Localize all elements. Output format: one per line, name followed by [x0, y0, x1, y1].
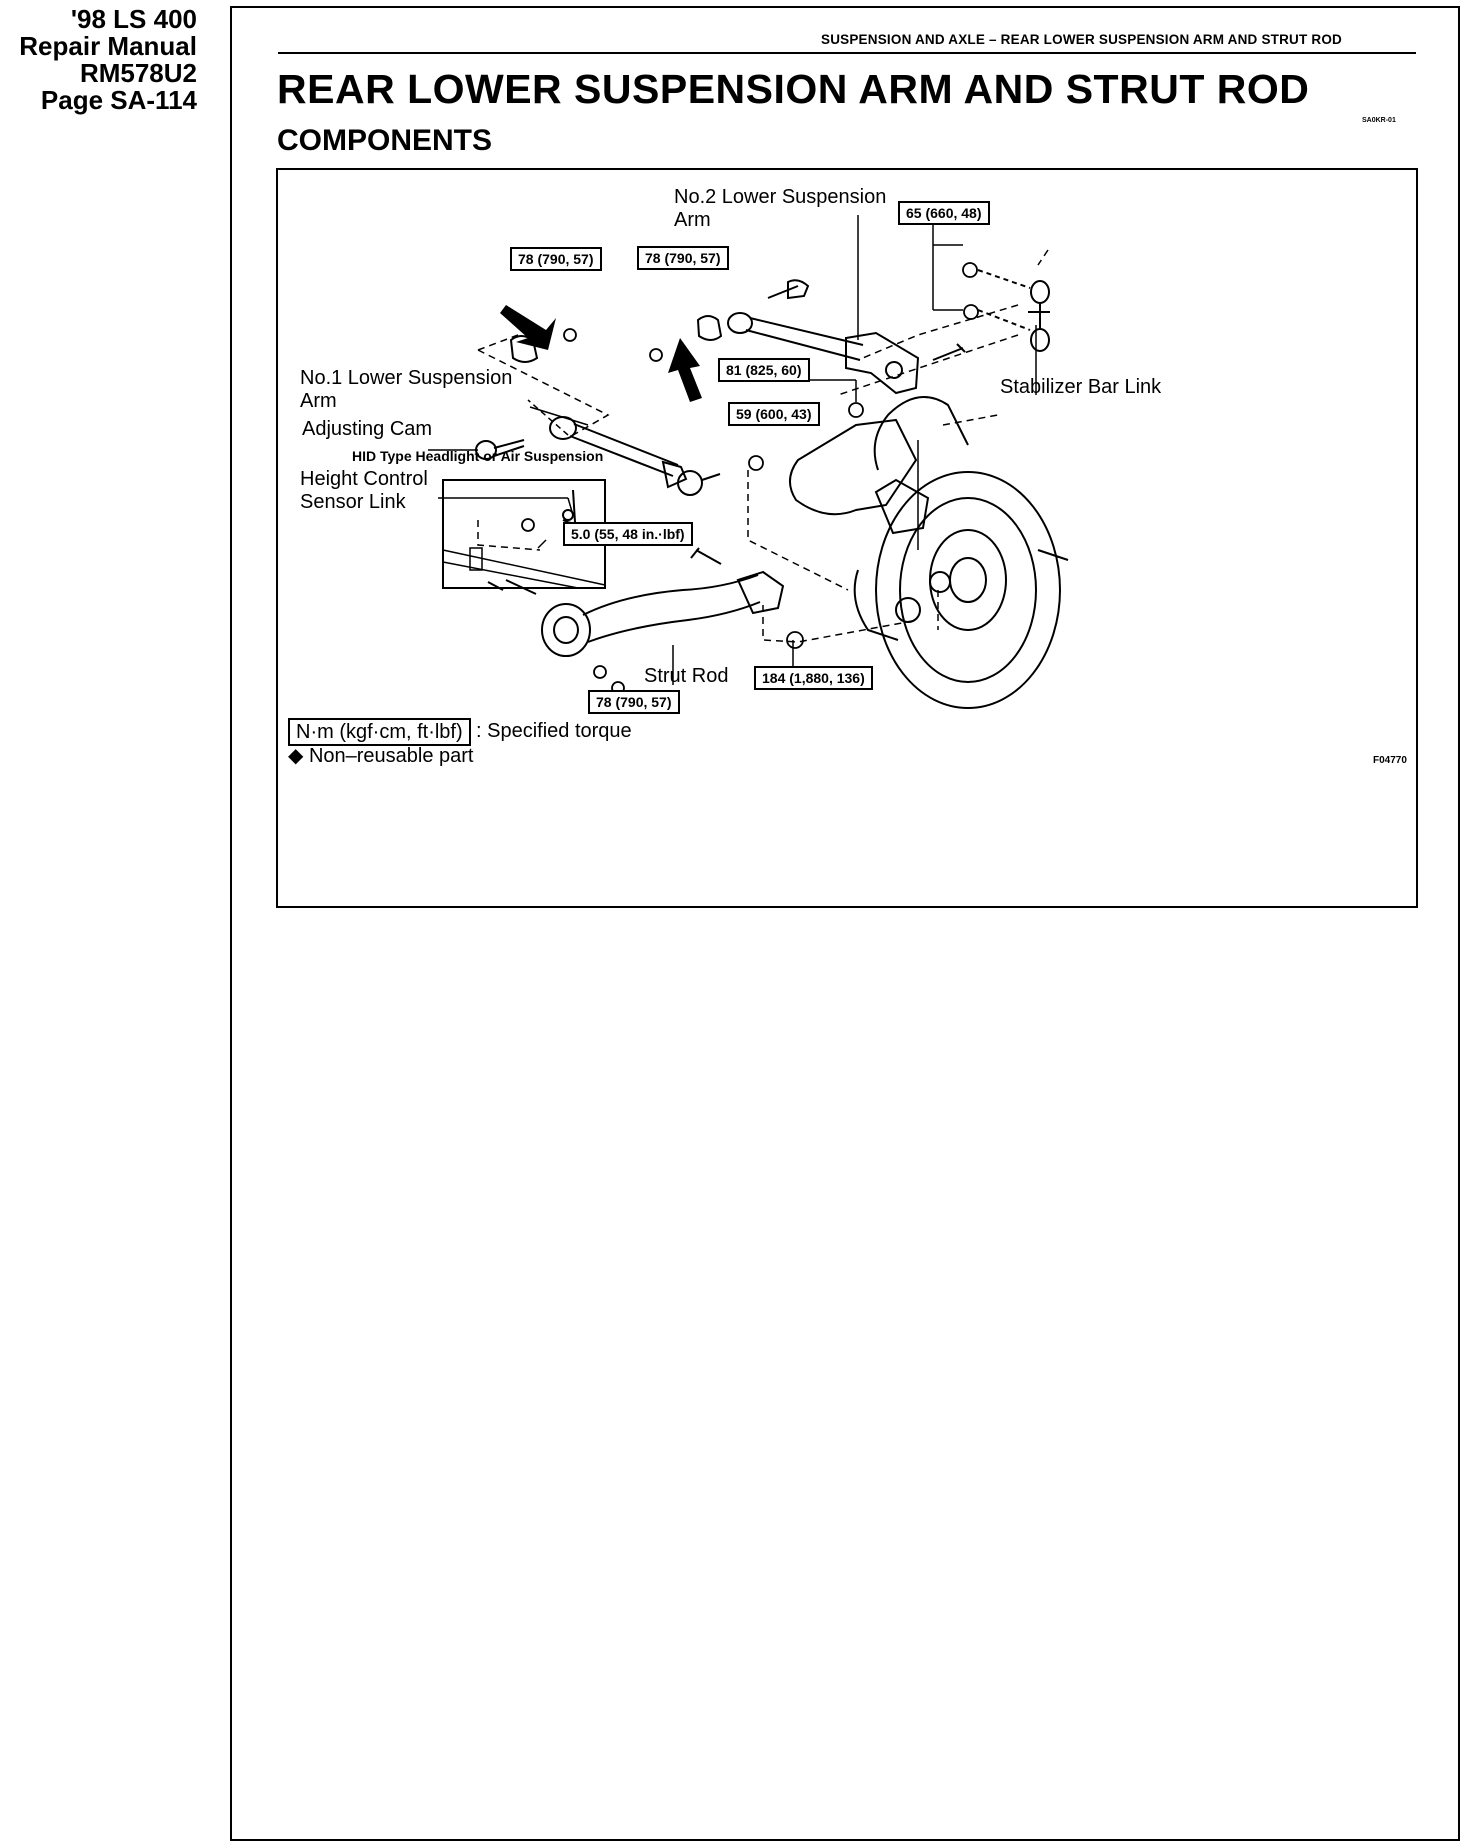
bushing-right	[696, 315, 723, 341]
bushing-left	[509, 335, 539, 363]
no1-lower-suspension-arm	[549, 416, 721, 496]
exploded-view-illustration	[428, 215, 1069, 709]
torque-spec: 59 (600, 43)	[728, 402, 820, 426]
label-stabilizer-bar-link: Stabilizer Bar Link	[1000, 376, 1162, 398]
legend-unit-description: : Specified torque	[476, 720, 632, 742]
model-year: '98 LS 400	[70, 4, 197, 34]
label-adjusting-cam: Adjusting Cam	[302, 418, 433, 440]
section-code: SA0KR-01	[1362, 117, 1396, 124]
label-strut-rod: Strut Rod	[644, 665, 729, 687]
torque-spec: 81 (825, 60)	[718, 358, 810, 382]
axle-carrier	[789, 396, 1069, 709]
torque-spec: 78 (790, 57)	[510, 247, 602, 271]
strut-rod-shape	[487, 547, 785, 657]
label-height-line1: Height Control	[300, 468, 428, 490]
manual-code: RM578U2	[79, 58, 197, 88]
direction-arrows	[500, 305, 702, 402]
torque-spec: 65 (660, 48)	[898, 201, 990, 225]
manual-info: '98 LS 400 Repair Manual RM578U2 Page SA…	[0, 6, 197, 114]
page-title: REAR LOWER SUSPENSION ARM AND STRUT ROD	[277, 66, 1310, 112]
section-title: COMPONENTS	[277, 124, 493, 157]
no2-lower-suspension-arm	[727, 279, 920, 395]
torque-spec: 5.0 (55, 48 in.·lbf)	[563, 522, 693, 546]
label-no1-arm-line1: No.1 Lower Suspension	[300, 367, 513, 389]
legend-unit-box: N·m (kgf·cm, ft·lbf)	[288, 718, 471, 746]
leader-lines	[428, 215, 1037, 685]
label-hid-note: HID Type Headlight or Air Suspension	[352, 448, 604, 464]
legend-nonreusable: ◆ Non–reusable part	[288, 745, 474, 767]
assembly-guide-lines	[477, 249, 1049, 643]
label-height-line2: Sensor Link	[300, 491, 406, 513]
torque-spec: 78 (790, 57)	[588, 690, 680, 714]
label-no2-arm-line1: No.2 Lower Suspension	[674, 186, 887, 208]
manual-name: Repair Manual	[19, 31, 197, 61]
nuts	[521, 262, 979, 695]
torque-spec: 184 (1,880, 136)	[754, 666, 873, 690]
stabilizer-bar-link	[932, 269, 1050, 361]
running-head: SUSPENSION AND AXLE – REAR LOWER SUSPENS…	[278, 30, 1416, 54]
height-sensor-link-shape	[562, 489, 584, 527]
label-no1-arm-line2: Arm	[300, 390, 337, 412]
page-number: Page SA-114	[40, 85, 197, 115]
figure-code: F04770	[1373, 755, 1407, 766]
components-diagram: No.2 Lower Suspension Arm No.1 Lower Sus…	[276, 168, 1418, 908]
running-head-text: SUSPENSION AND AXLE – REAR LOWER SUSPENS…	[821, 32, 1342, 47]
label-no2-arm: No.2 Lower Suspension Arm	[674, 186, 886, 232]
label-height-sensor: Height Control Sensor Link	[300, 468, 428, 514]
label-no1-arm: No.1 Lower Suspension Arm	[300, 367, 512, 413]
torque-spec: 78 (790, 57)	[637, 246, 729, 270]
label-no2-arm-line2: Arm	[674, 209, 711, 231]
manual-page: SUSPENSION AND AXLE – REAR LOWER SUSPENS…	[230, 6, 1460, 1841]
adjusting-cam-shape	[475, 439, 525, 460]
